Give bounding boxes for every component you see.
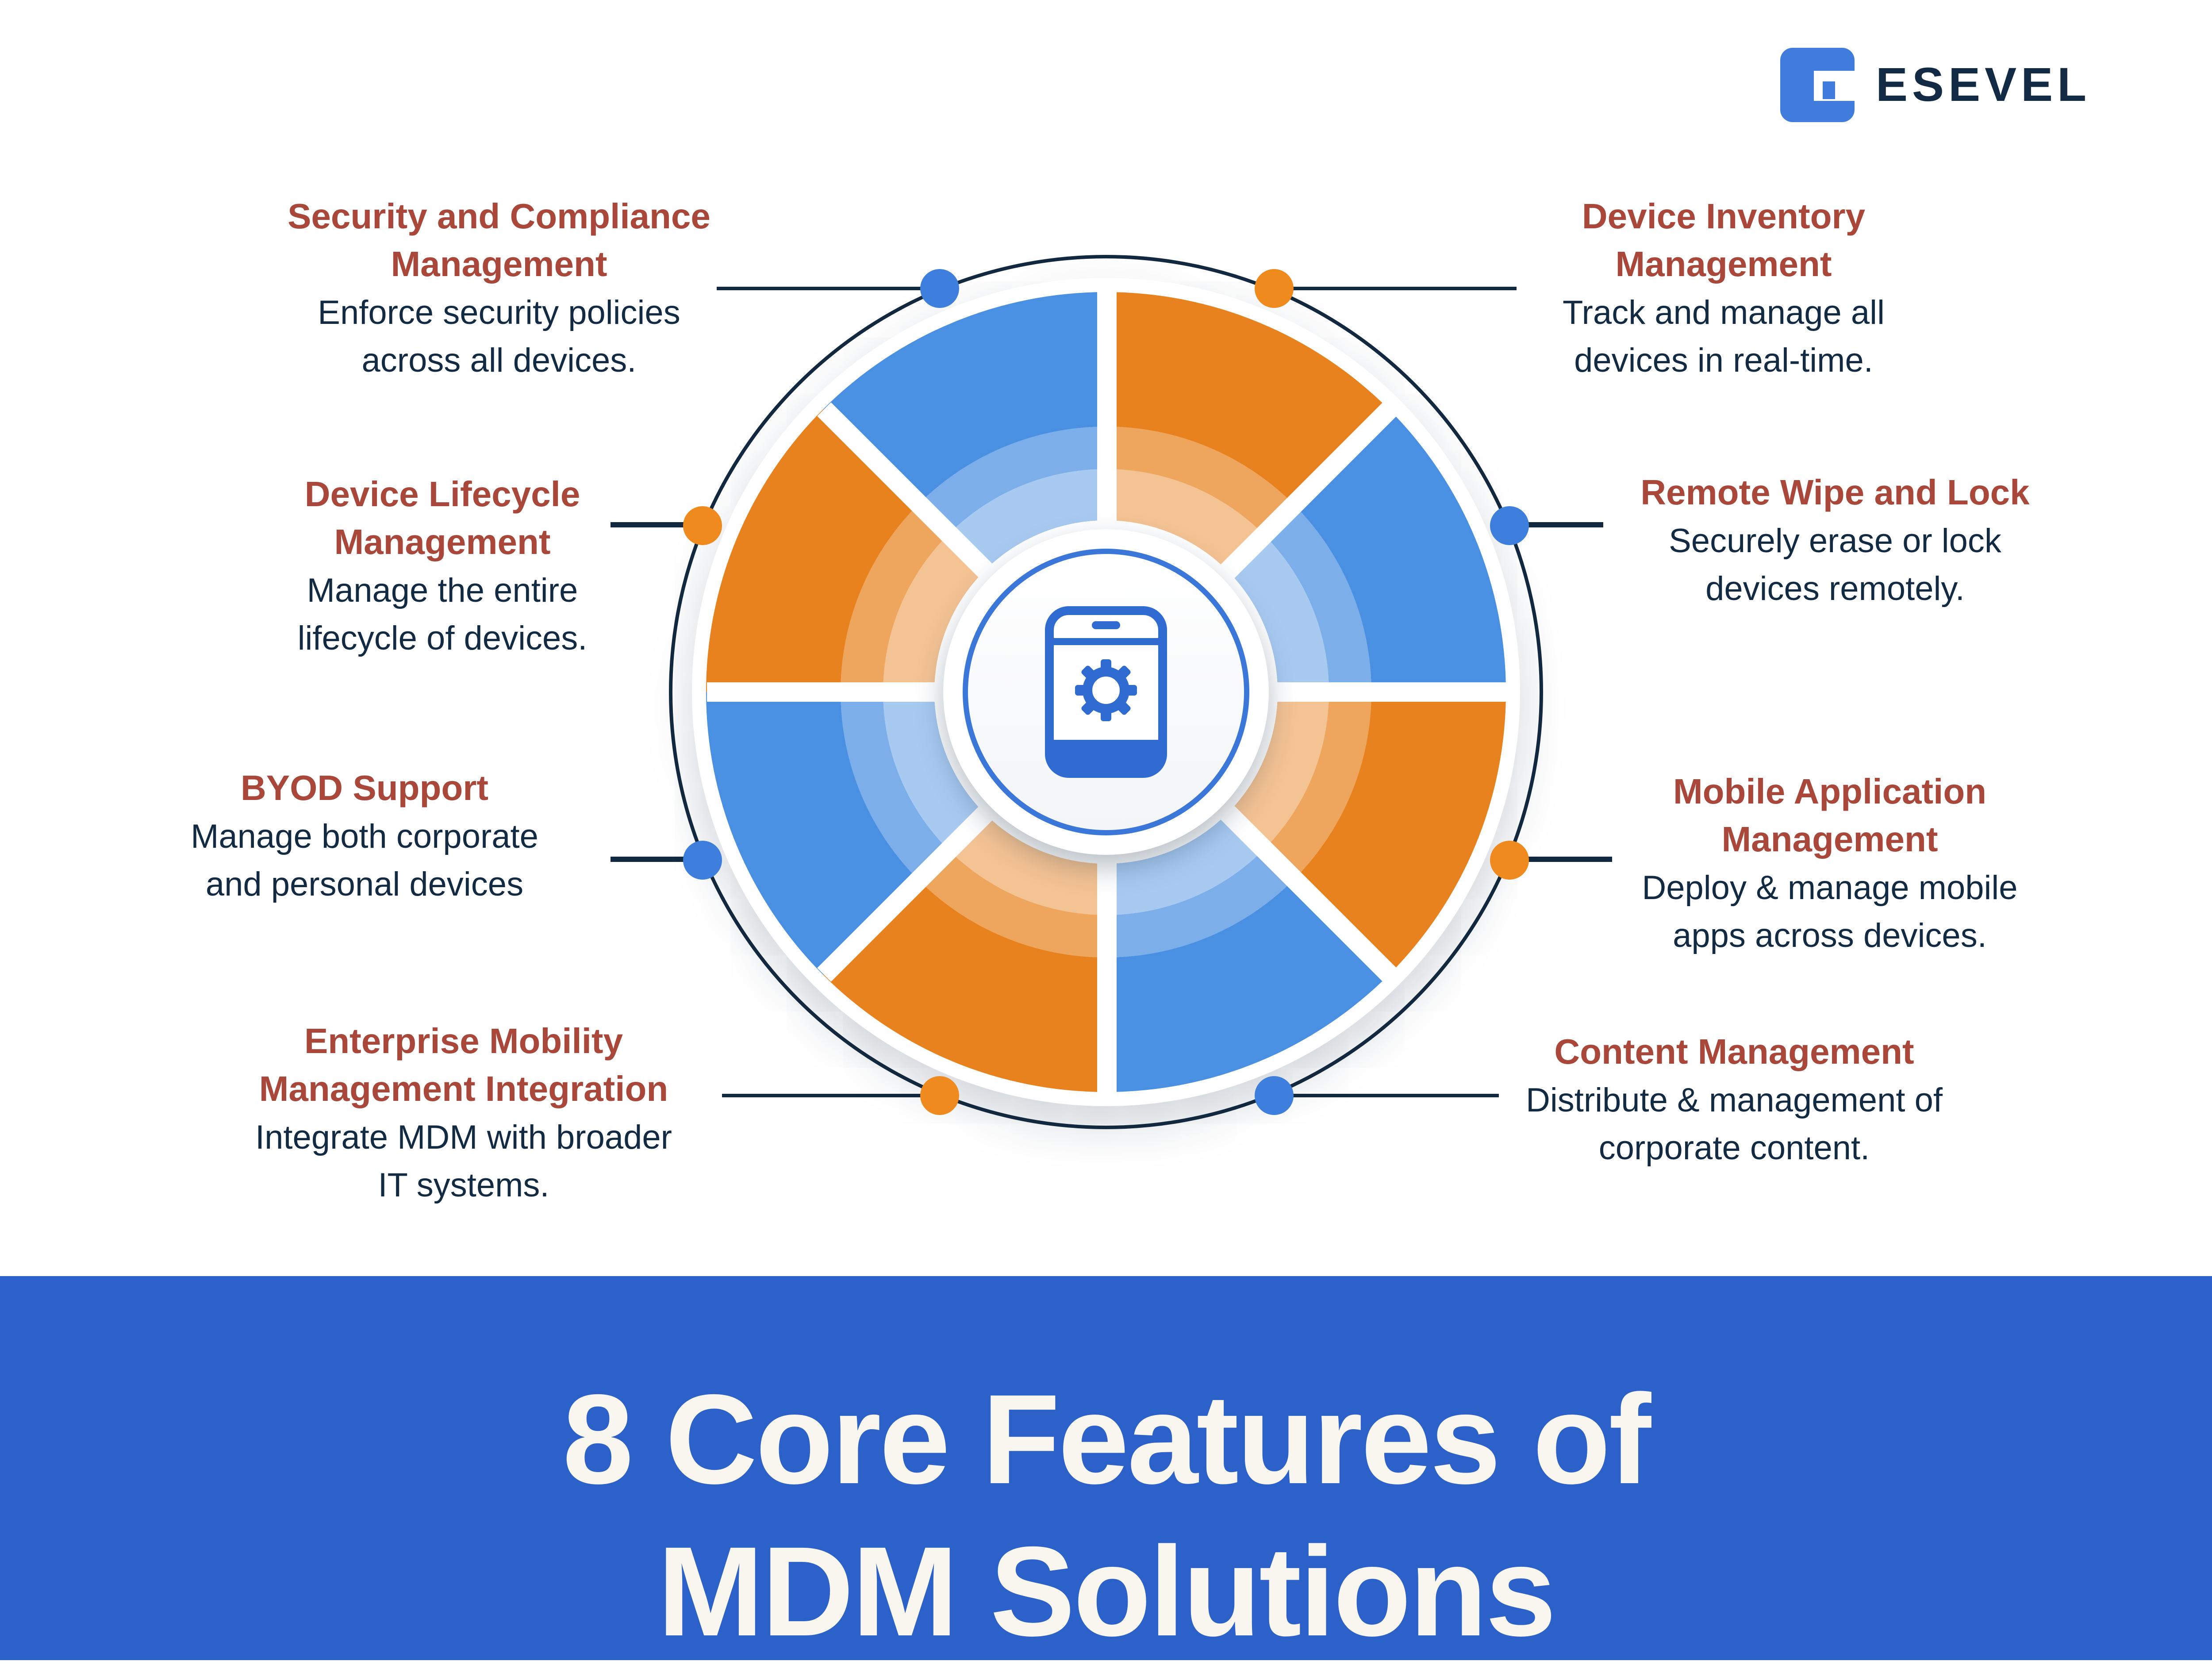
feature-desc-line: lifecycle of devices. <box>297 621 588 658</box>
feature-desc-line: Deploy & manage mobile <box>1642 871 2018 908</box>
connector-line-mobile-app <box>1509 857 1612 861</box>
feature-desc-line: across all devices. <box>361 343 637 381</box>
feature-desc-line: and personal devices <box>205 867 524 904</box>
esevel-logomark-icon <box>1780 48 1855 122</box>
connector-dot-device-lifecycle <box>683 505 722 544</box>
feature-heading-line: Management <box>1615 246 1832 285</box>
connector-line-remote-wipe <box>1509 523 1603 527</box>
title-banner: 8 Core Features of MDM Solutions <box>0 1276 2212 1664</box>
wheel-hub <box>963 549 1249 835</box>
feature-heading-line: Management <box>334 524 551 563</box>
banner-title-line1: 8 Core Features of <box>562 1370 1651 1511</box>
wheel-outer-ring <box>669 255 1543 1129</box>
feature-label-content: Content Management Distribute & manageme… <box>1442 1030 2026 1173</box>
feature-desc-line: Integrate MDM with broader <box>255 1120 672 1158</box>
feature-desc-line: apps across devices. <box>1673 919 1987 956</box>
connector-dot-device-inventory <box>1254 269 1293 308</box>
connector-line-enterprise <box>722 1094 940 1098</box>
feature-desc-line: IT systems. <box>378 1168 549 1205</box>
feature-desc-line: devices in real-time. <box>1574 343 1873 381</box>
feature-heading-line: Mobile Application <box>1673 773 1987 812</box>
feature-desc: Securely erase or lock devices remotely. <box>1552 519 2118 614</box>
connector-dot-remote-wipe <box>1490 505 1529 544</box>
phone-gear-icon <box>1045 606 1167 778</box>
feature-heading-line: Management Integration <box>259 1071 668 1110</box>
connector-line-device-lifecycle <box>611 523 703 527</box>
feature-label-byod: BYOD Support Manage both corporate and p… <box>81 766 648 910</box>
feature-heading: Enterprise Mobility Management Integrati… <box>172 1019 756 1115</box>
connector-line-content <box>1272 1094 1499 1098</box>
feature-desc: Deploy & manage mobile apps across devic… <box>1538 865 2122 961</box>
feature-desc: Enforce security policies across all dev… <box>216 290 782 386</box>
feature-heading: Device Inventory Management <box>1440 195 2007 290</box>
feature-label-mobile-app: Mobile Application Management Deploy & m… <box>1538 770 2122 961</box>
feature-heading-line: Device Lifecycle <box>304 476 580 515</box>
feature-heading-line: Content Management <box>1554 1034 1914 1073</box>
feature-heading-line: BYOD Support <box>241 770 488 809</box>
connector-dot-byod <box>683 840 722 879</box>
feature-heading: Mobile Application Management <box>1538 770 2122 865</box>
feature-desc-line: Securely erase or lock <box>1669 524 2001 561</box>
connector-dot-content <box>1254 1076 1293 1115</box>
connector-dot-mobile-app <box>1490 840 1529 879</box>
feature-desc: Track and manage all devices in real-tim… <box>1440 290 2007 386</box>
feature-heading-line: Management <box>391 246 607 285</box>
esevel-wordmark: ESEVEL <box>1876 58 2091 112</box>
feature-heading: Security and Compliance Management <box>216 195 782 290</box>
feature-desc-line: Distribute & management of <box>1525 1083 1943 1120</box>
feature-heading-line: Enterprise Mobility <box>304 1023 623 1062</box>
connector-line-security <box>717 286 940 290</box>
feature-desc-line: corporate content. <box>1598 1131 1870 1168</box>
connector-dot-security <box>919 269 958 308</box>
connector-dot-enterprise <box>919 1076 958 1115</box>
feature-heading: Device Lifecycle Management <box>159 473 726 568</box>
feature-desc-line: Manage the entire <box>307 573 578 611</box>
feature-desc-line: Enforce security policies <box>318 296 680 333</box>
feature-desc: Distribute & management of corporate con… <box>1442 1078 2026 1173</box>
esevel-logo: ESEVEL <box>1780 48 2091 122</box>
feature-heading: Content Management <box>1442 1030 2026 1078</box>
feature-desc: Integrate MDM with broader IT systems. <box>172 1115 756 1211</box>
feature-heading: Remote Wipe and Lock <box>1552 471 2118 519</box>
feature-label-device-inventory: Device Inventory Management Track and ma… <box>1440 195 2007 386</box>
feature-desc-line: devices remotely. <box>1705 572 1965 609</box>
feature-heading-line: Remote Wipe and Lock <box>1640 474 2030 513</box>
connector-line-device-inventory <box>1272 286 1517 290</box>
feature-label-device-lifecycle: Device Lifecycle Management Manage the e… <box>159 473 726 664</box>
banner-title-line2: MDM Solutions <box>657 1522 1556 1664</box>
feature-heading-line: Security and Compliance <box>288 198 710 237</box>
feature-label-remote-wipe: Remote Wipe and Lock Securely erase or l… <box>1552 471 2118 614</box>
feature-label-enterprise: Enterprise Mobility Management Integrati… <box>172 1019 756 1211</box>
feature-desc: Manage the entire lifecycle of devices. <box>159 568 726 664</box>
connector-line-byod <box>611 857 703 861</box>
feature-heading: BYOD Support <box>81 766 648 814</box>
logomark-inner-square <box>1822 81 1836 100</box>
feature-desc: Manage both corporate and personal devic… <box>81 814 648 910</box>
feature-heading-line: Management <box>1721 821 1938 860</box>
feature-desc-line: Manage both corporate <box>191 819 538 857</box>
feature-label-security: Security and Compliance Management Enfor… <box>216 195 782 386</box>
feature-heading-line: Device Inventory <box>1582 198 1866 237</box>
feature-desc-line: Track and manage all <box>1562 296 1885 333</box>
